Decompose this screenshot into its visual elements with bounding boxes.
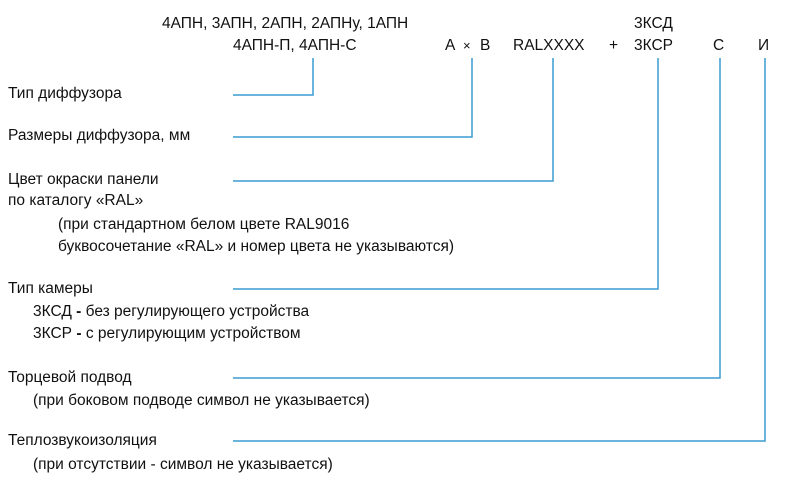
leader-diffuser-size	[233, 58, 473, 138]
code-ral: RALXXXX	[513, 37, 585, 54]
chamber-ksd-text: без регулирующего устройства	[85, 303, 310, 320]
code-i: И	[758, 37, 770, 54]
code-chamber-top: 3КСД	[634, 15, 673, 32]
code-plus: +	[609, 37, 619, 54]
code-times: ×	[463, 38, 471, 53]
leader-diffuser-type	[233, 58, 314, 96]
code-header-line1: 4АПН, 3АПН, 2АПН, 2АПНу, 1АПН	[162, 15, 409, 32]
chamber-ksr-code: 3КСР	[33, 325, 73, 342]
chamber-ksd-row: 3КСД - без регулирующего устройства	[33, 303, 309, 321]
chamber-ksr-text: с регулирующим устройством	[85, 325, 301, 342]
label-insulation: Теплозвукоизоляция	[8, 432, 157, 449]
label-end-supply-note: (при боковом подводе символ не указывает…	[33, 392, 370, 409]
code-b: В	[480, 37, 491, 54]
code-chamber-bottom: 3КСР	[634, 37, 674, 54]
leader-insulation	[233, 58, 766, 442]
label-color-note2: буквосочетание «RAL» и номер цвета не ук…	[58, 238, 455, 255]
chamber-ksr-dash: -	[76, 325, 82, 342]
code-a: А	[445, 37, 456, 54]
chamber-ksd-code: 3КСД	[33, 303, 72, 320]
label-color-note1: (при стандартном белом цвете RAL9016	[58, 216, 350, 233]
code-c: С	[713, 37, 725, 54]
leader-end-supply	[233, 58, 721, 379]
label-color-line1: Цвет окраски панели	[8, 171, 159, 188]
label-end-supply: Торцевой подвод	[8, 369, 132, 386]
label-color-line2: по каталогу «RAL»	[8, 192, 144, 209]
label-diffuser-size: Размеры диффузора, мм	[8, 127, 191, 144]
chamber-ksd-dash: -	[76, 303, 82, 320]
leader-chamber-type	[233, 58, 659, 290]
label-diffuser-type: Тип диффузора	[8, 85, 122, 102]
leader-color	[233, 58, 554, 182]
chamber-ksr-row: 3КСР - с регулирующим устройством	[33, 325, 301, 343]
code-header-line2: 4АПН-П, 4АПН-С	[233, 37, 357, 54]
label-chamber-type: Тип камеры	[8, 280, 93, 297]
label-insulation-note: (при отсутствии - символ не указывается)	[33, 456, 333, 473]
